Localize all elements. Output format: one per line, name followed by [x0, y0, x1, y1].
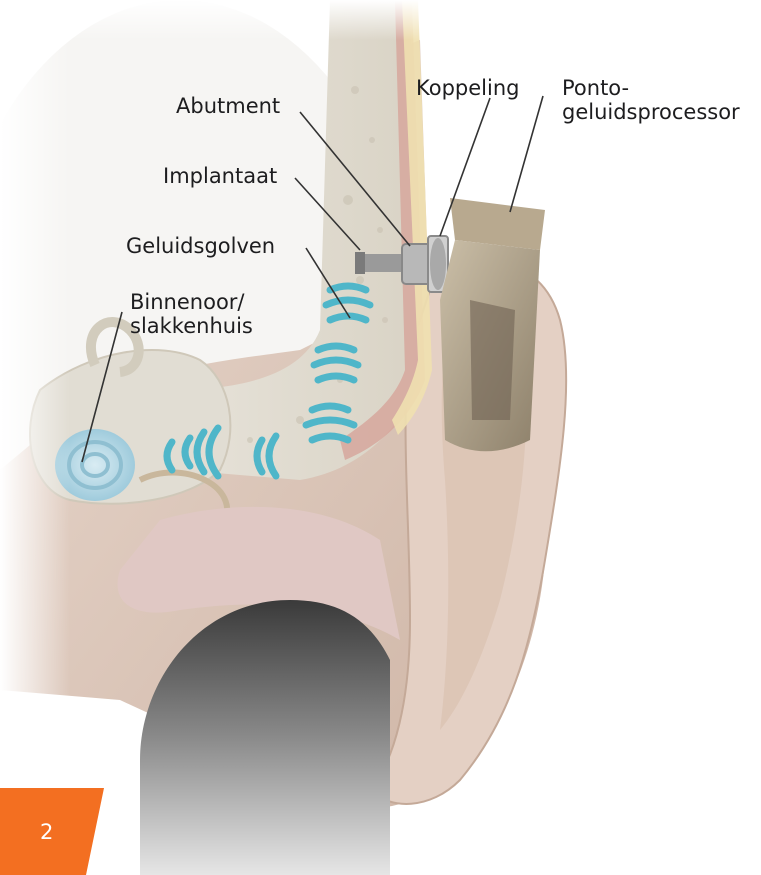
label-geluidsgolven: Geluidsgolven [126, 234, 275, 258]
ponto-sound-processor [440, 198, 545, 451]
label-implantaat: Implantaat [163, 164, 277, 188]
label-ponto-line2: geluidsprocessor [562, 100, 740, 124]
label-koppeling: Koppeling [416, 76, 519, 100]
label-binnenoor-line2: slakkenhuis [130, 314, 253, 338]
label-abutment: Abutment [176, 94, 280, 118]
label-ponto-line1: Ponto- [562, 76, 740, 100]
label-binnenoor-line1: Binnenoor/ [130, 290, 253, 314]
page-number: 2 [40, 820, 53, 844]
label-ponto-sound-processor: Ponto- geluidsprocessor [562, 76, 740, 124]
label-binnenoor: Binnenoor/ slakkenhuis [130, 290, 253, 338]
